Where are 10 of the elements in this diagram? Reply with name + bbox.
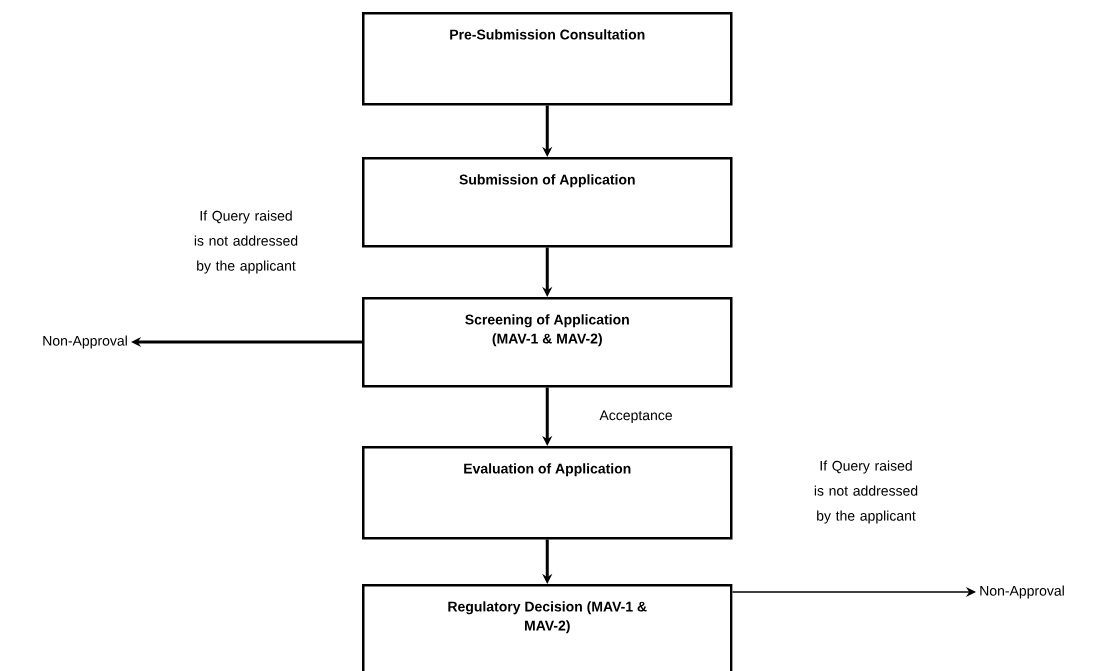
process-box: Screening of Application (MAV-1 & MAV-2): [362, 297, 733, 388]
note-text: If Query raised is not addressed by the applicant: [194, 210, 298, 274]
process-box: Evaluation of Application: [362, 446, 733, 540]
outcome-text: Non-Approval: [980, 585, 1064, 599]
edge-label: Acceptance: [597, 408, 675, 425]
process-box: Regulatory Decision (MAV-1 & MAV-2): [362, 584, 733, 671]
process-box: Submission of Application: [362, 157, 733, 248]
outcome-text: Non-Approval: [43, 335, 127, 349]
note-text: If Query raised is not addressed by the applicant: [814, 460, 918, 524]
process-box: Pre-Submission Consultation: [362, 12, 733, 106]
